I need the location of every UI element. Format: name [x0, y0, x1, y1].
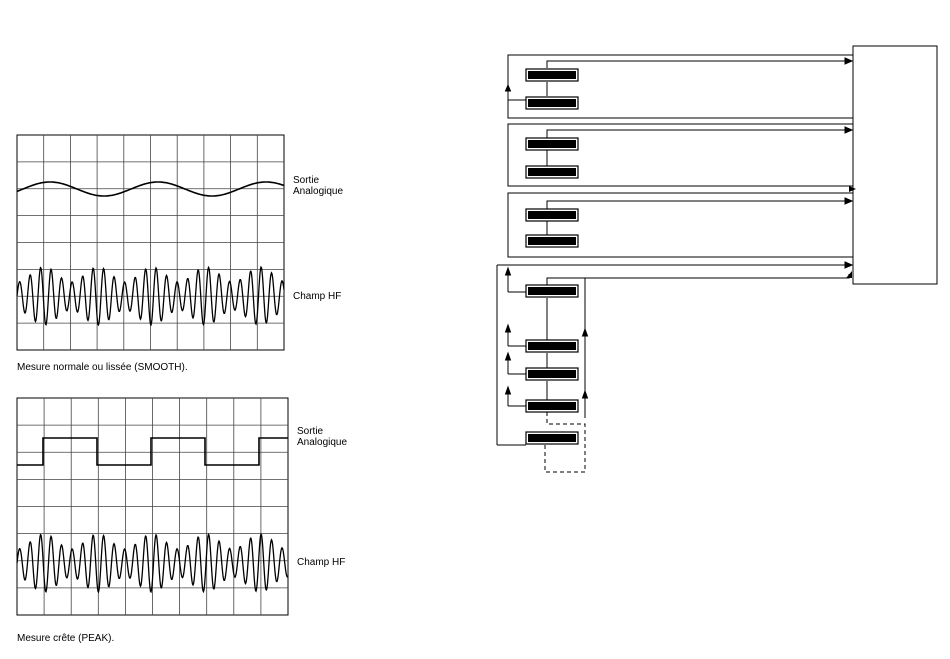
scope-peak-analog-label-line2: Analogique [297, 437, 347, 448]
group-2-frame [508, 124, 853, 186]
sensor-group-1 [506, 55, 854, 118]
scope-peak-caption: Mesure crête (PEAK). [17, 633, 114, 644]
sensor-group-3 [508, 193, 853, 257]
wiring-schematic [497, 46, 937, 472]
sensor-group-2 [508, 124, 856, 192]
scope-smooth-caption: Mesure normale ou lissée (SMOOTH). [17, 362, 188, 373]
scope-smooth-analog-label-line2: Analogique [293, 186, 343, 197]
scope-smooth-hf-label: Champ HF [293, 291, 341, 302]
scope-peak-hf-label: Champ HF [297, 557, 345, 568]
scope-smooth [17, 135, 284, 350]
scope-peak-analog-label-line1: Sortie [297, 426, 323, 437]
scope-smooth-analog-label-line1: Sortie [293, 175, 319, 186]
scope-peak [17, 398, 288, 615]
controller-unit-box [853, 46, 937, 284]
sensor-group-4 [497, 262, 852, 472]
